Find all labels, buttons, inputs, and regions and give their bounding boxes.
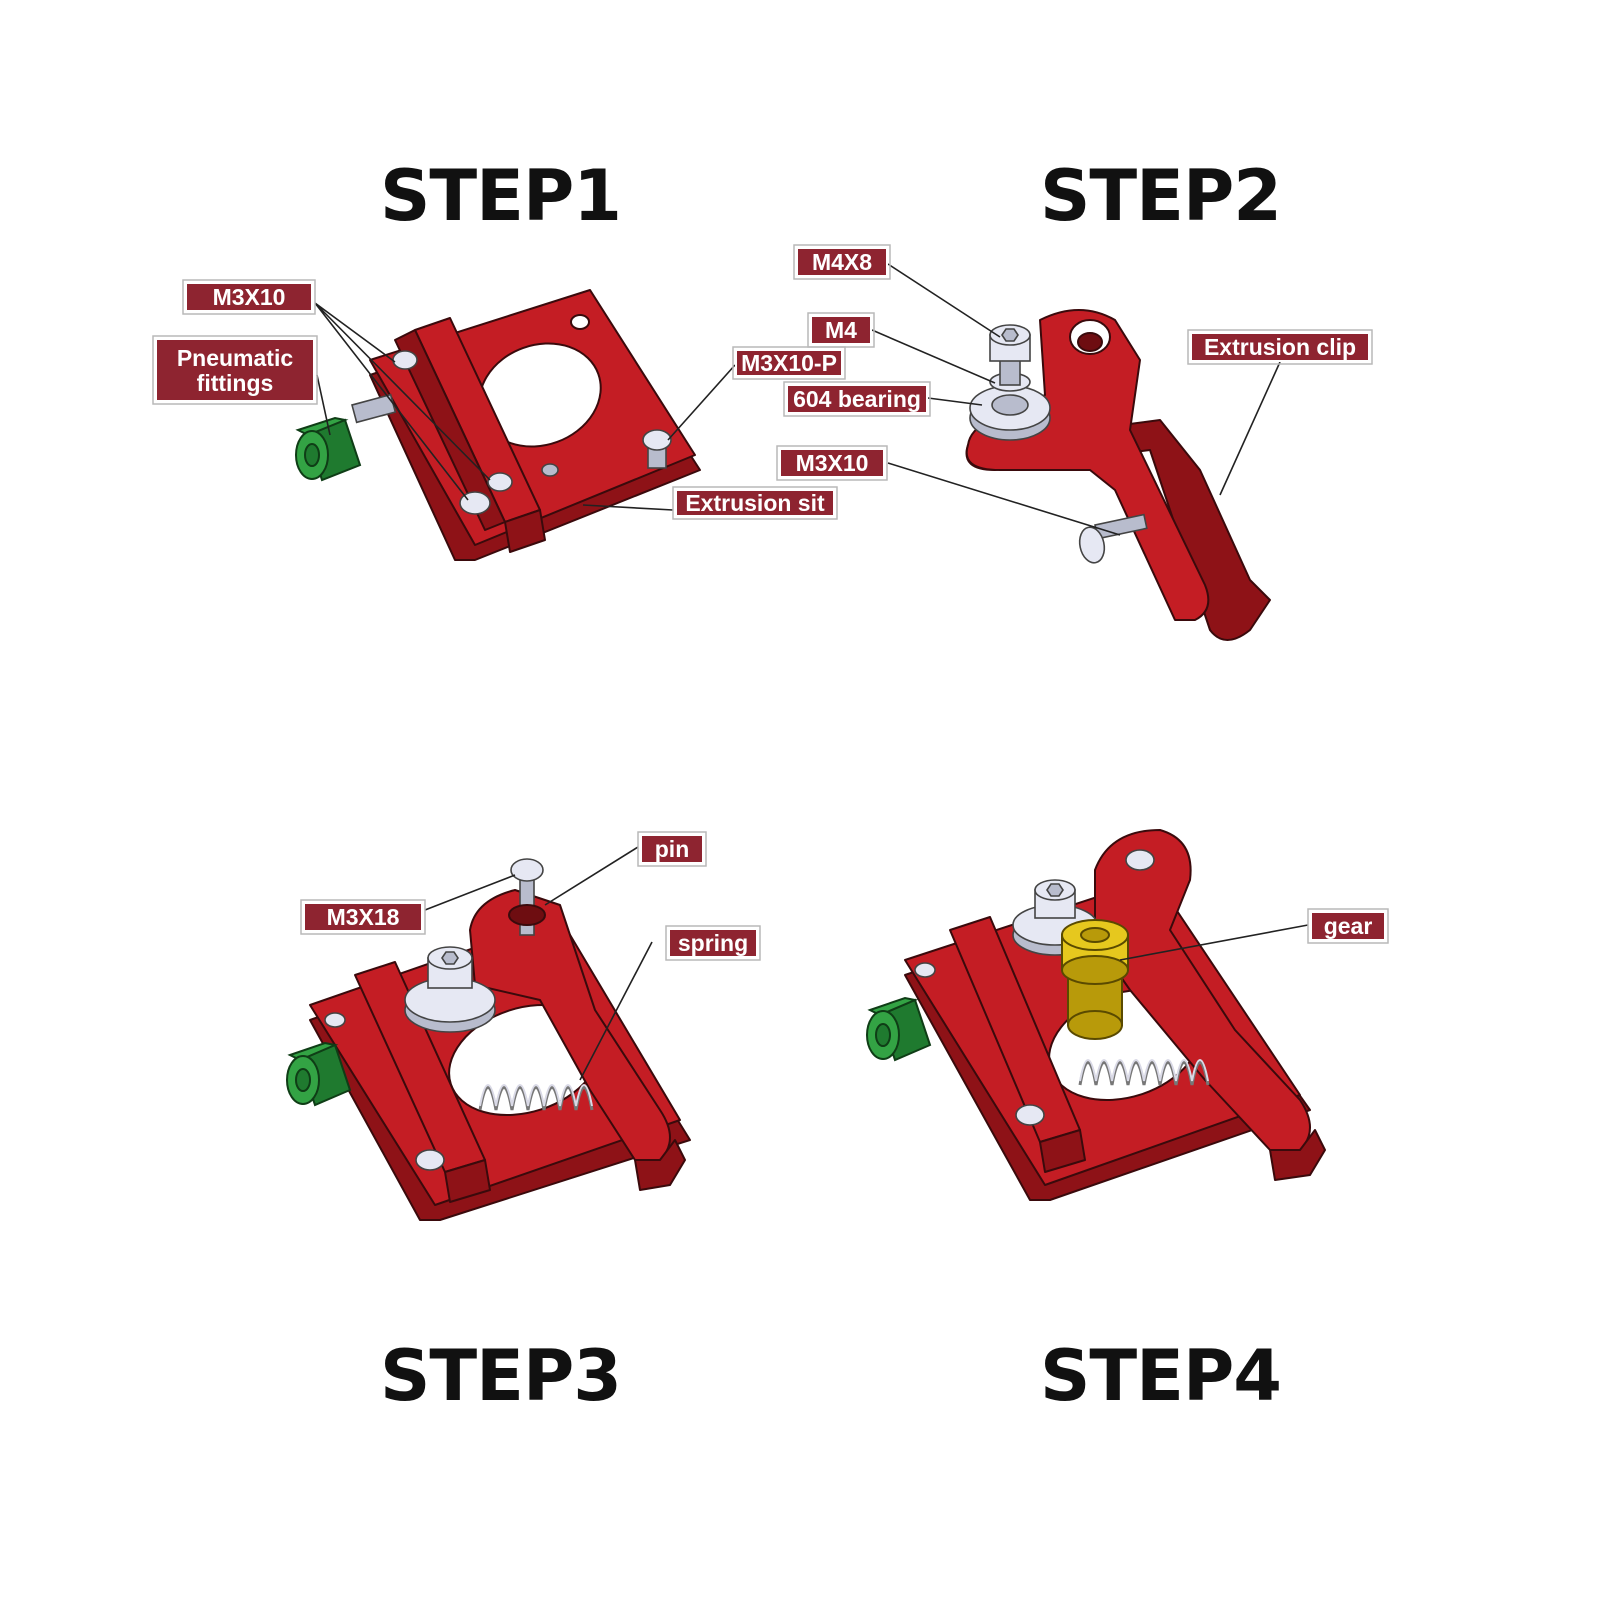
hex-socket-screw-icon <box>392 350 672 515</box>
label-m3x18: M3X18 <box>300 899 426 935</box>
label-spring: spring <box>665 925 761 961</box>
svg-text:M3X10: M3X10 <box>796 450 869 476</box>
svg-text:Pneumatic: Pneumatic <box>177 345 294 371</box>
label-m4x8: M4X8 <box>793 244 891 280</box>
label-pin: pin <box>637 831 707 867</box>
label-m4: M4 <box>807 312 875 348</box>
label-pneumatic-fittings: Pneumatic fittings <box>152 335 318 405</box>
hex-socket-screw-icon <box>324 858 546 1171</box>
label-m3x10-step2: M3X10 <box>776 445 888 481</box>
svg-text:M3X18: M3X18 <box>327 904 400 930</box>
svg-text:M3X10-P: M3X10-P <box>741 350 837 376</box>
svg-text:Extrusion clip: Extrusion clip <box>1204 334 1356 360</box>
pneumatic-fitting-icon <box>286 1041 352 1107</box>
svg-text:gear: gear <box>1324 913 1373 939</box>
label-604-bearing: 604 bearing <box>783 381 931 417</box>
gear-icon <box>1061 919 1129 1040</box>
step3-title: STEP3 <box>380 1335 621 1417</box>
svg-text:M3X10: M3X10 <box>213 284 286 310</box>
hex-socket-screw-icon <box>989 324 1148 564</box>
step1-illustration <box>295 289 701 561</box>
step3-illustration <box>286 858 691 1221</box>
svg-text:spring: spring <box>678 930 748 956</box>
svg-text:M4: M4 <box>825 317 857 343</box>
spring-icon <box>1078 1059 1210 1086</box>
label-extrusion-clip: Extrusion clip <box>1187 329 1373 365</box>
label-extrusion-sit: Extrusion sit <box>672 486 838 520</box>
step4-illustration <box>866 829 1326 1201</box>
label-m3x10-p: M3X10-P <box>732 346 846 380</box>
svg-text:Extrusion sit: Extrusion sit <box>685 490 825 516</box>
label-gear: gear <box>1307 908 1389 944</box>
pneumatic-fitting-icon <box>866 996 932 1062</box>
step1-title: STEP1 <box>380 155 621 237</box>
svg-text:M4X8: M4X8 <box>812 249 872 275</box>
hex-socket-screw-icon <box>914 879 1076 1126</box>
svg-text:604 bearing: 604 bearing <box>793 386 921 412</box>
step4-title: STEP4 <box>1040 1335 1281 1417</box>
pneumatic-fitting-icon <box>295 393 397 482</box>
step2-illustration <box>965 309 1271 641</box>
spring-icon <box>478 1084 594 1111</box>
label-m3x10-step1: M3X10 <box>182 279 316 315</box>
svg-text:fittings: fittings <box>197 370 274 396</box>
svg-text:pin: pin <box>655 836 690 862</box>
bearing-icon <box>969 385 1051 441</box>
step2-title: STEP2 <box>1040 155 1281 237</box>
